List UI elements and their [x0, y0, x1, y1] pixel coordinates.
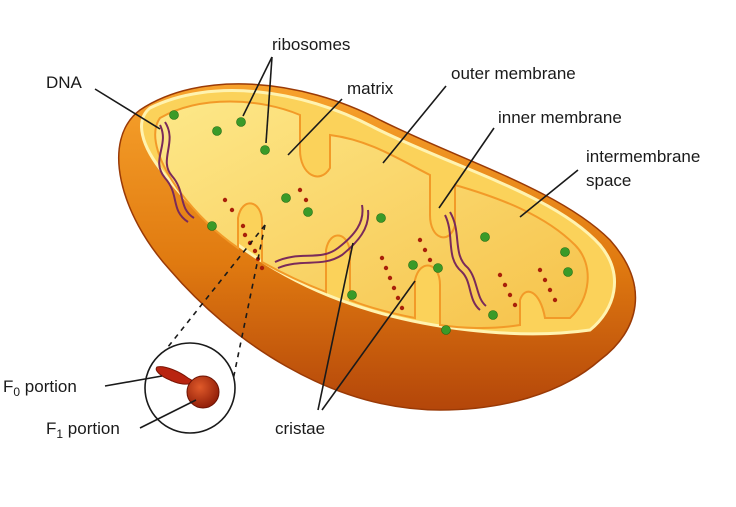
ribosomes: [169, 110, 573, 335]
label-ribosomes: ribosomes: [272, 35, 350, 54]
label-dna: DNA: [46, 73, 83, 92]
label-intermembrane-space: space: [586, 171, 631, 190]
matrix-shape: [154, 100, 589, 330]
atp-synthase-dots: [222, 187, 558, 311]
label-f1-portion: F1 portion: [46, 419, 120, 441]
label-matrix: matrix: [347, 79, 394, 98]
label-intermembrane: intermembrane: [586, 147, 700, 166]
label-outer-membrane: outer membrane: [451, 64, 576, 83]
label-cristae: cristae: [275, 419, 325, 438]
leader-lines: [94, 56, 579, 429]
label-f0-portion: F0 portion: [3, 377, 77, 399]
label-inner-membrane: inner membrane: [498, 108, 622, 127]
dna-strands: [158, 121, 487, 311]
